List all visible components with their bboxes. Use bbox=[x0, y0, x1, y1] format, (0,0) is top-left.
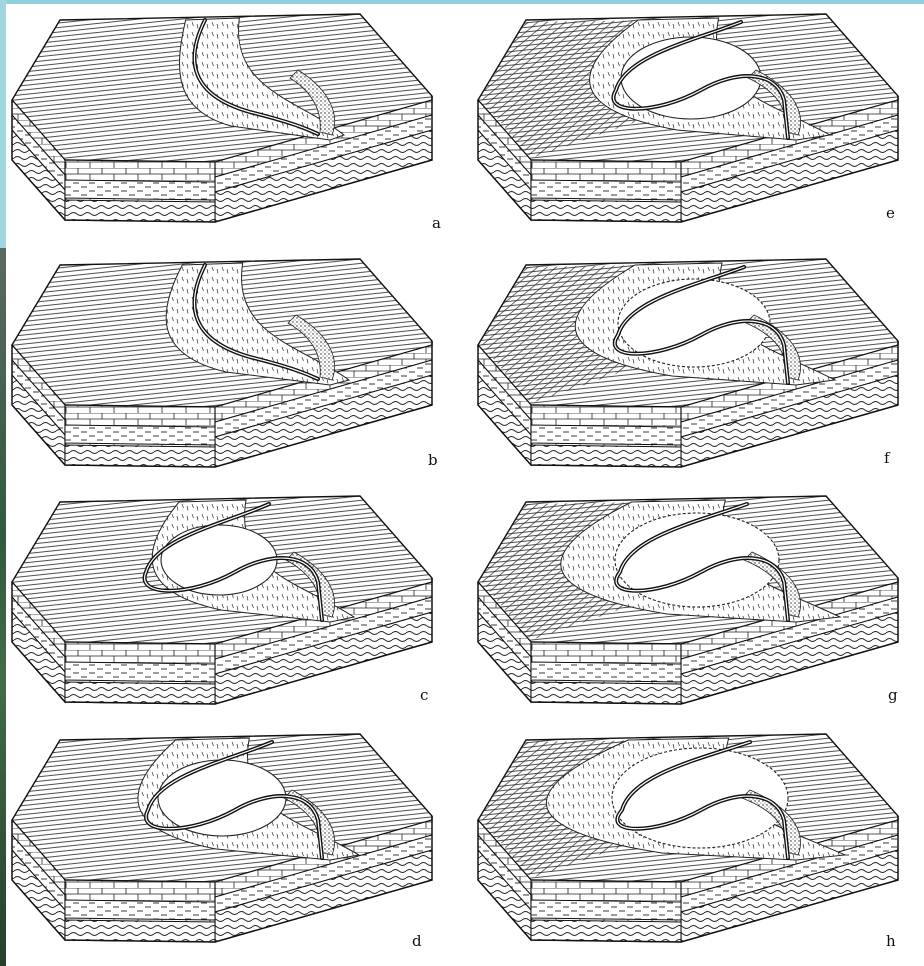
block-front-base bbox=[531, 200, 681, 222]
block-front-base bbox=[531, 682, 681, 704]
panel-c bbox=[12, 496, 432, 704]
block-front-base bbox=[65, 445, 215, 467]
block-front-base bbox=[65, 682, 215, 704]
panel-label: f bbox=[884, 449, 891, 467]
panel-label: d bbox=[412, 932, 422, 950]
block-front-base bbox=[531, 920, 681, 942]
block-front-base bbox=[65, 200, 215, 222]
panel-e bbox=[478, 14, 898, 222]
block-front-lower bbox=[65, 425, 215, 445]
block-front-base bbox=[531, 445, 681, 467]
block-front-lower bbox=[531, 425, 681, 445]
panel-d bbox=[12, 734, 432, 942]
block-front-base bbox=[65, 920, 215, 942]
panel-label: e bbox=[886, 204, 895, 222]
panel-label: b bbox=[428, 451, 438, 469]
block-front-lower bbox=[531, 900, 681, 920]
block-front-lower bbox=[65, 180, 215, 200]
panel-label: c bbox=[420, 686, 428, 704]
panel-label: a bbox=[432, 214, 441, 232]
block-front-lower bbox=[65, 662, 215, 682]
panel-h bbox=[478, 734, 898, 942]
panel-f bbox=[478, 259, 898, 467]
block-front-lower bbox=[65, 900, 215, 920]
panel-label: h bbox=[886, 932, 896, 950]
panel-label: g bbox=[888, 686, 898, 704]
block-front-lower bbox=[531, 180, 681, 200]
panel-g bbox=[478, 496, 898, 704]
block-front-lower bbox=[531, 662, 681, 682]
panel-a bbox=[12, 14, 432, 222]
panel-b bbox=[12, 259, 432, 467]
